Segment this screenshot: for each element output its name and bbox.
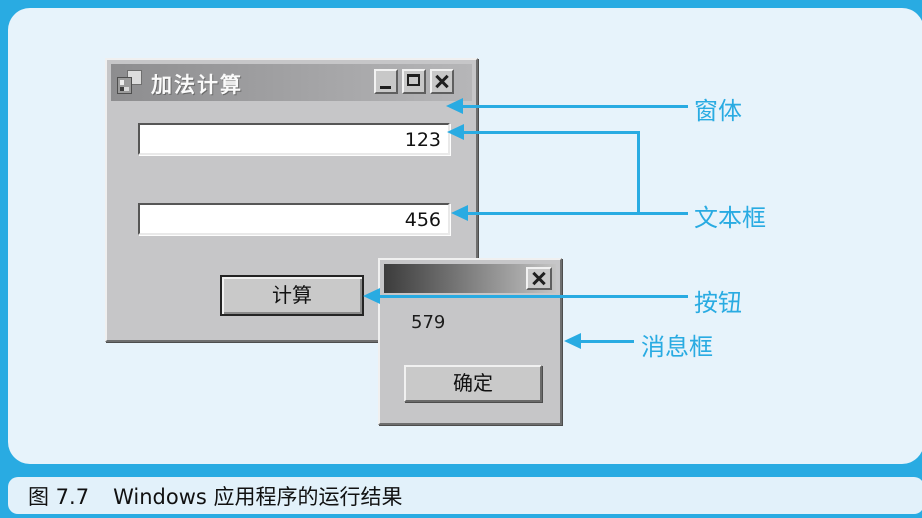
callout-bracket-textbox	[637, 131, 640, 215]
callout-line-button	[377, 295, 688, 298]
close-icon	[434, 74, 450, 89]
callout-label-textbox: 文本框	[694, 204, 766, 232]
ok-button[interactable]: 确定	[404, 365, 542, 402]
addend1-input[interactable]: 123	[138, 123, 450, 155]
close-icon	[531, 271, 547, 286]
message-box-close-button[interactable]	[526, 267, 552, 290]
callout-line-msgbox	[578, 340, 634, 343]
window-title: 加法计算	[151, 73, 243, 97]
callout-line-form	[460, 105, 688, 108]
callout-label-msgbox: 消息框	[641, 333, 713, 361]
figure-title: Windows 应用程序的运行结果	[113, 484, 403, 509]
calculate-button[interactable]: 计算	[220, 275, 364, 316]
minimize-button[interactable]	[374, 69, 398, 94]
arrow-left-icon	[564, 333, 581, 349]
close-button[interactable]	[430, 69, 454, 94]
minimize-icon	[380, 86, 391, 89]
callout-label-button: 按钮	[694, 289, 742, 317]
maximize-button[interactable]	[402, 69, 426, 94]
callout-line-textbox2	[465, 212, 688, 215]
maximize-icon	[407, 74, 420, 86]
arrow-left-icon	[451, 205, 468, 221]
arrow-left-icon	[363, 288, 380, 304]
arrow-left-icon	[446, 98, 463, 114]
message-box-titlebar[interactable]	[384, 264, 556, 293]
result-text: 579	[411, 312, 446, 333]
main-window-titlebar[interactable]: 加法计算	[111, 64, 472, 101]
main-window: 加法计算 123 456 计算	[105, 58, 478, 342]
callout-line-textbox1	[461, 131, 640, 134]
message-box: 579 确定	[378, 258, 562, 425]
figure-caption: 图 7.7 Windows 应用程序的运行结果	[8, 477, 922, 514]
callout-label-form: 窗体	[694, 97, 742, 125]
arrow-left-icon	[447, 124, 464, 140]
form-icon	[117, 70, 142, 94]
figure-number: 图 7.7	[28, 484, 90, 509]
addend2-input[interactable]: 456	[138, 203, 450, 235]
